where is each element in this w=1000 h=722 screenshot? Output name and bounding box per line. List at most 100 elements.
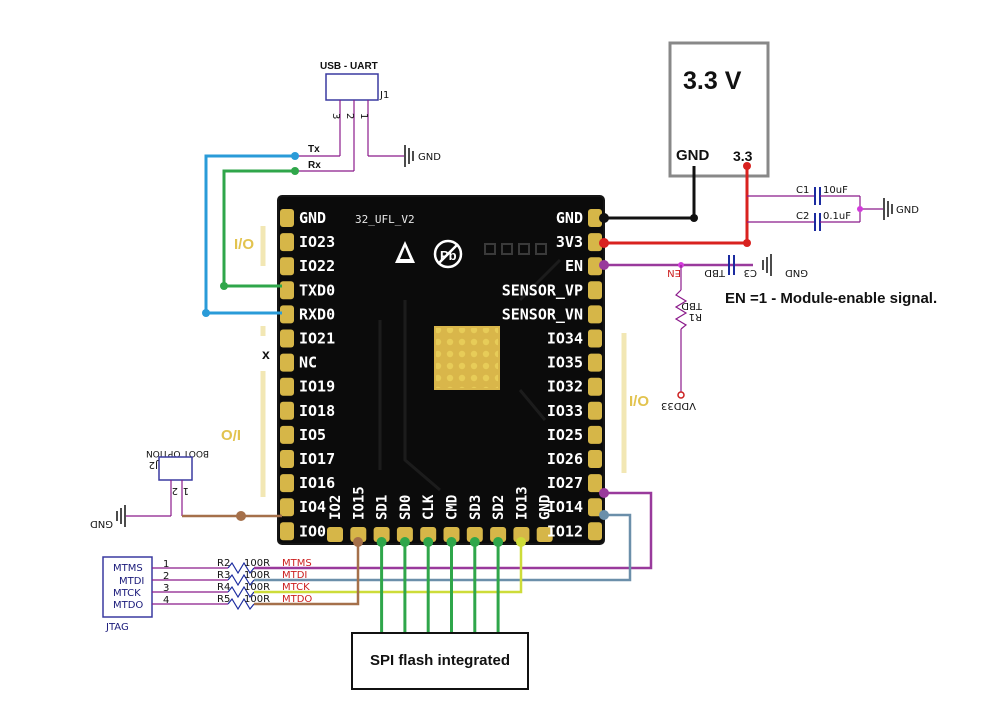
right-pad-gnd <box>588 209 602 227</box>
right-pin-pads <box>588 209 602 541</box>
bottom-pad-gnd <box>536 527 553 542</box>
io-tag-left: I/O <box>221 426 241 443</box>
left-pad-io19 <box>280 377 294 396</box>
pin-label-io23: IO23 <box>299 233 335 251</box>
jtag-pin-3: 3 <box>163 583 169 594</box>
pin-label-b-gnd: GND <box>538 495 554 520</box>
left-pad-nc <box>280 353 294 372</box>
pin-label-txd0: TXD0 <box>299 281 335 299</box>
r5-value: 100R <box>244 594 270 605</box>
usb-uart-title: USB - UART <box>320 61 378 72</box>
r3-value: 100R <box>244 570 270 581</box>
pin-label-r-sensor_vn: SENSOR_VN <box>502 305 583 323</box>
caps-gnd-symbol <box>883 198 893 220</box>
qr-marks <box>484 243 547 255</box>
pin-label-io0: IO0 <box>299 522 326 540</box>
left-pad-io23 <box>280 233 294 252</box>
pin-label-b-clk: CLK <box>421 494 437 520</box>
pin-label-b-sd1: SD1 <box>375 495 391 520</box>
decoupling-caps: C1 10uF C2 0.1uF GND <box>747 185 919 231</box>
en-circuit: EN TBD C3 GND TBD R1 VDD33 EN =1 - Modul… <box>599 254 937 411</box>
right-pad-sensor_vn <box>588 305 602 324</box>
left-pad-io17 <box>280 450 294 468</box>
pin-label-io17: IO17 <box>299 450 335 468</box>
jtag-resistors <box>227 561 255 611</box>
jtag-signal-2: MTDI <box>119 576 144 587</box>
power-33-label: 3.3 <box>733 148 753 164</box>
right-pad-3v3 <box>588 233 602 252</box>
boot-gnd-symbol <box>116 505 126 527</box>
pin-label-b-io2: IO2 <box>328 495 344 520</box>
right-pad-io32 <box>588 377 602 396</box>
lead-free-icon: Pb <box>433 239 463 269</box>
io-tag-right: I/O <box>629 393 649 410</box>
left-pad-rxd0 <box>280 305 294 324</box>
boot-option-connector: BOOT OPTION J2 2 1 GND <box>90 448 209 529</box>
pin-label-io16: IO16 <box>299 474 335 492</box>
pin-label-io18: IO18 <box>299 402 335 420</box>
rx-wire <box>222 169 295 288</box>
r2-value: 100R <box>244 558 270 569</box>
bottom-pad-io2 <box>327 527 343 542</box>
c1-value: 10uF <box>823 185 848 196</box>
bottom-pad-sd3 <box>466 527 483 542</box>
mtck-wire <box>254 542 523 594</box>
left-pad-gnd <box>280 209 294 227</box>
boot-gnd-label: GND <box>90 518 113 529</box>
bottom-pin-pads <box>327 527 553 542</box>
pin-label-r-io26: IO26 <box>547 450 583 468</box>
right-pad-io35 <box>588 353 602 372</box>
c2-ref: C2 <box>796 211 809 222</box>
jtag-signal-4: MTDO <box>113 600 143 611</box>
right-pad-io33 <box>588 401 602 420</box>
left-pad-io18 <box>280 401 294 420</box>
power-gnd-label: GND <box>676 147 710 164</box>
io-tag-top-left: I/O <box>234 236 254 253</box>
left-pad-io16 <box>280 474 294 493</box>
usb-uart-connector: USB - UART J1 3 2 1 Tx Rx GND <box>295 61 441 172</box>
r2-ref: R2 <box>217 558 230 569</box>
bottom-pad-io13 <box>513 527 530 542</box>
en-gnd-symbol <box>762 254 772 276</box>
j2-pin-2: 2 <box>172 485 178 496</box>
right-pad-io27 <box>588 474 602 493</box>
pin-label-r-io14: IO14 <box>547 498 583 516</box>
net-mtms: MTMS <box>282 558 312 569</box>
esd-warning-icon <box>395 241 415 263</box>
pin-label-r-io27: IO27 <box>547 474 583 492</box>
pin-label-io5: IO5 <box>299 426 326 444</box>
mtdo-wire <box>254 542 360 606</box>
pin-label-r-io32: IO32 <box>547 378 583 396</box>
nc-marker: x <box>262 346 270 362</box>
spi-node-sd2 <box>493 537 504 547</box>
c1-ref: C1 <box>796 185 809 196</box>
net-mtdi: MTDI <box>282 570 307 581</box>
bottom-pad-sd2 <box>490 527 507 542</box>
esp32-module: 32_UFL_V2 Pb GNDIO23IO22TXD0RXD0IO21NCIO… <box>277 195 605 545</box>
jtag-pin-4: 4 <box>163 595 169 606</box>
jtag-pin-2: 2 <box>163 571 169 582</box>
en-cap-value: TBD <box>704 267 726 278</box>
j1-gnd-label: GND <box>418 152 441 163</box>
left-pin-pads <box>280 209 294 541</box>
right-pad-en <box>588 257 602 276</box>
spi-node-sd1 <box>376 537 387 547</box>
j1-ref: J1 <box>379 90 389 101</box>
c2-value: 0.1uF <box>823 211 851 222</box>
spi-flash-box <box>351 632 529 690</box>
pin-label-r-gnd: GND <box>556 209 583 227</box>
power-box <box>668 41 770 178</box>
right-pad-sensor_vp <box>588 281 602 300</box>
left-pad-txd0 <box>280 281 294 300</box>
r1-resistor <box>674 289 688 330</box>
right-pad-io26 <box>588 450 602 468</box>
r3-ref: R3 <box>217 570 230 581</box>
pin-label-nc: NC <box>299 354 317 372</box>
en-net-label: EN <box>667 267 681 278</box>
spi-flash-wires <box>376 537 504 633</box>
jtag-signal-1: MTMS <box>113 563 143 574</box>
j2-pin-1: 1 <box>183 485 189 496</box>
spi-node-sd0 <box>399 537 410 547</box>
left-pad-io22 <box>280 257 294 276</box>
bottom-pad-cmd <box>443 527 460 542</box>
